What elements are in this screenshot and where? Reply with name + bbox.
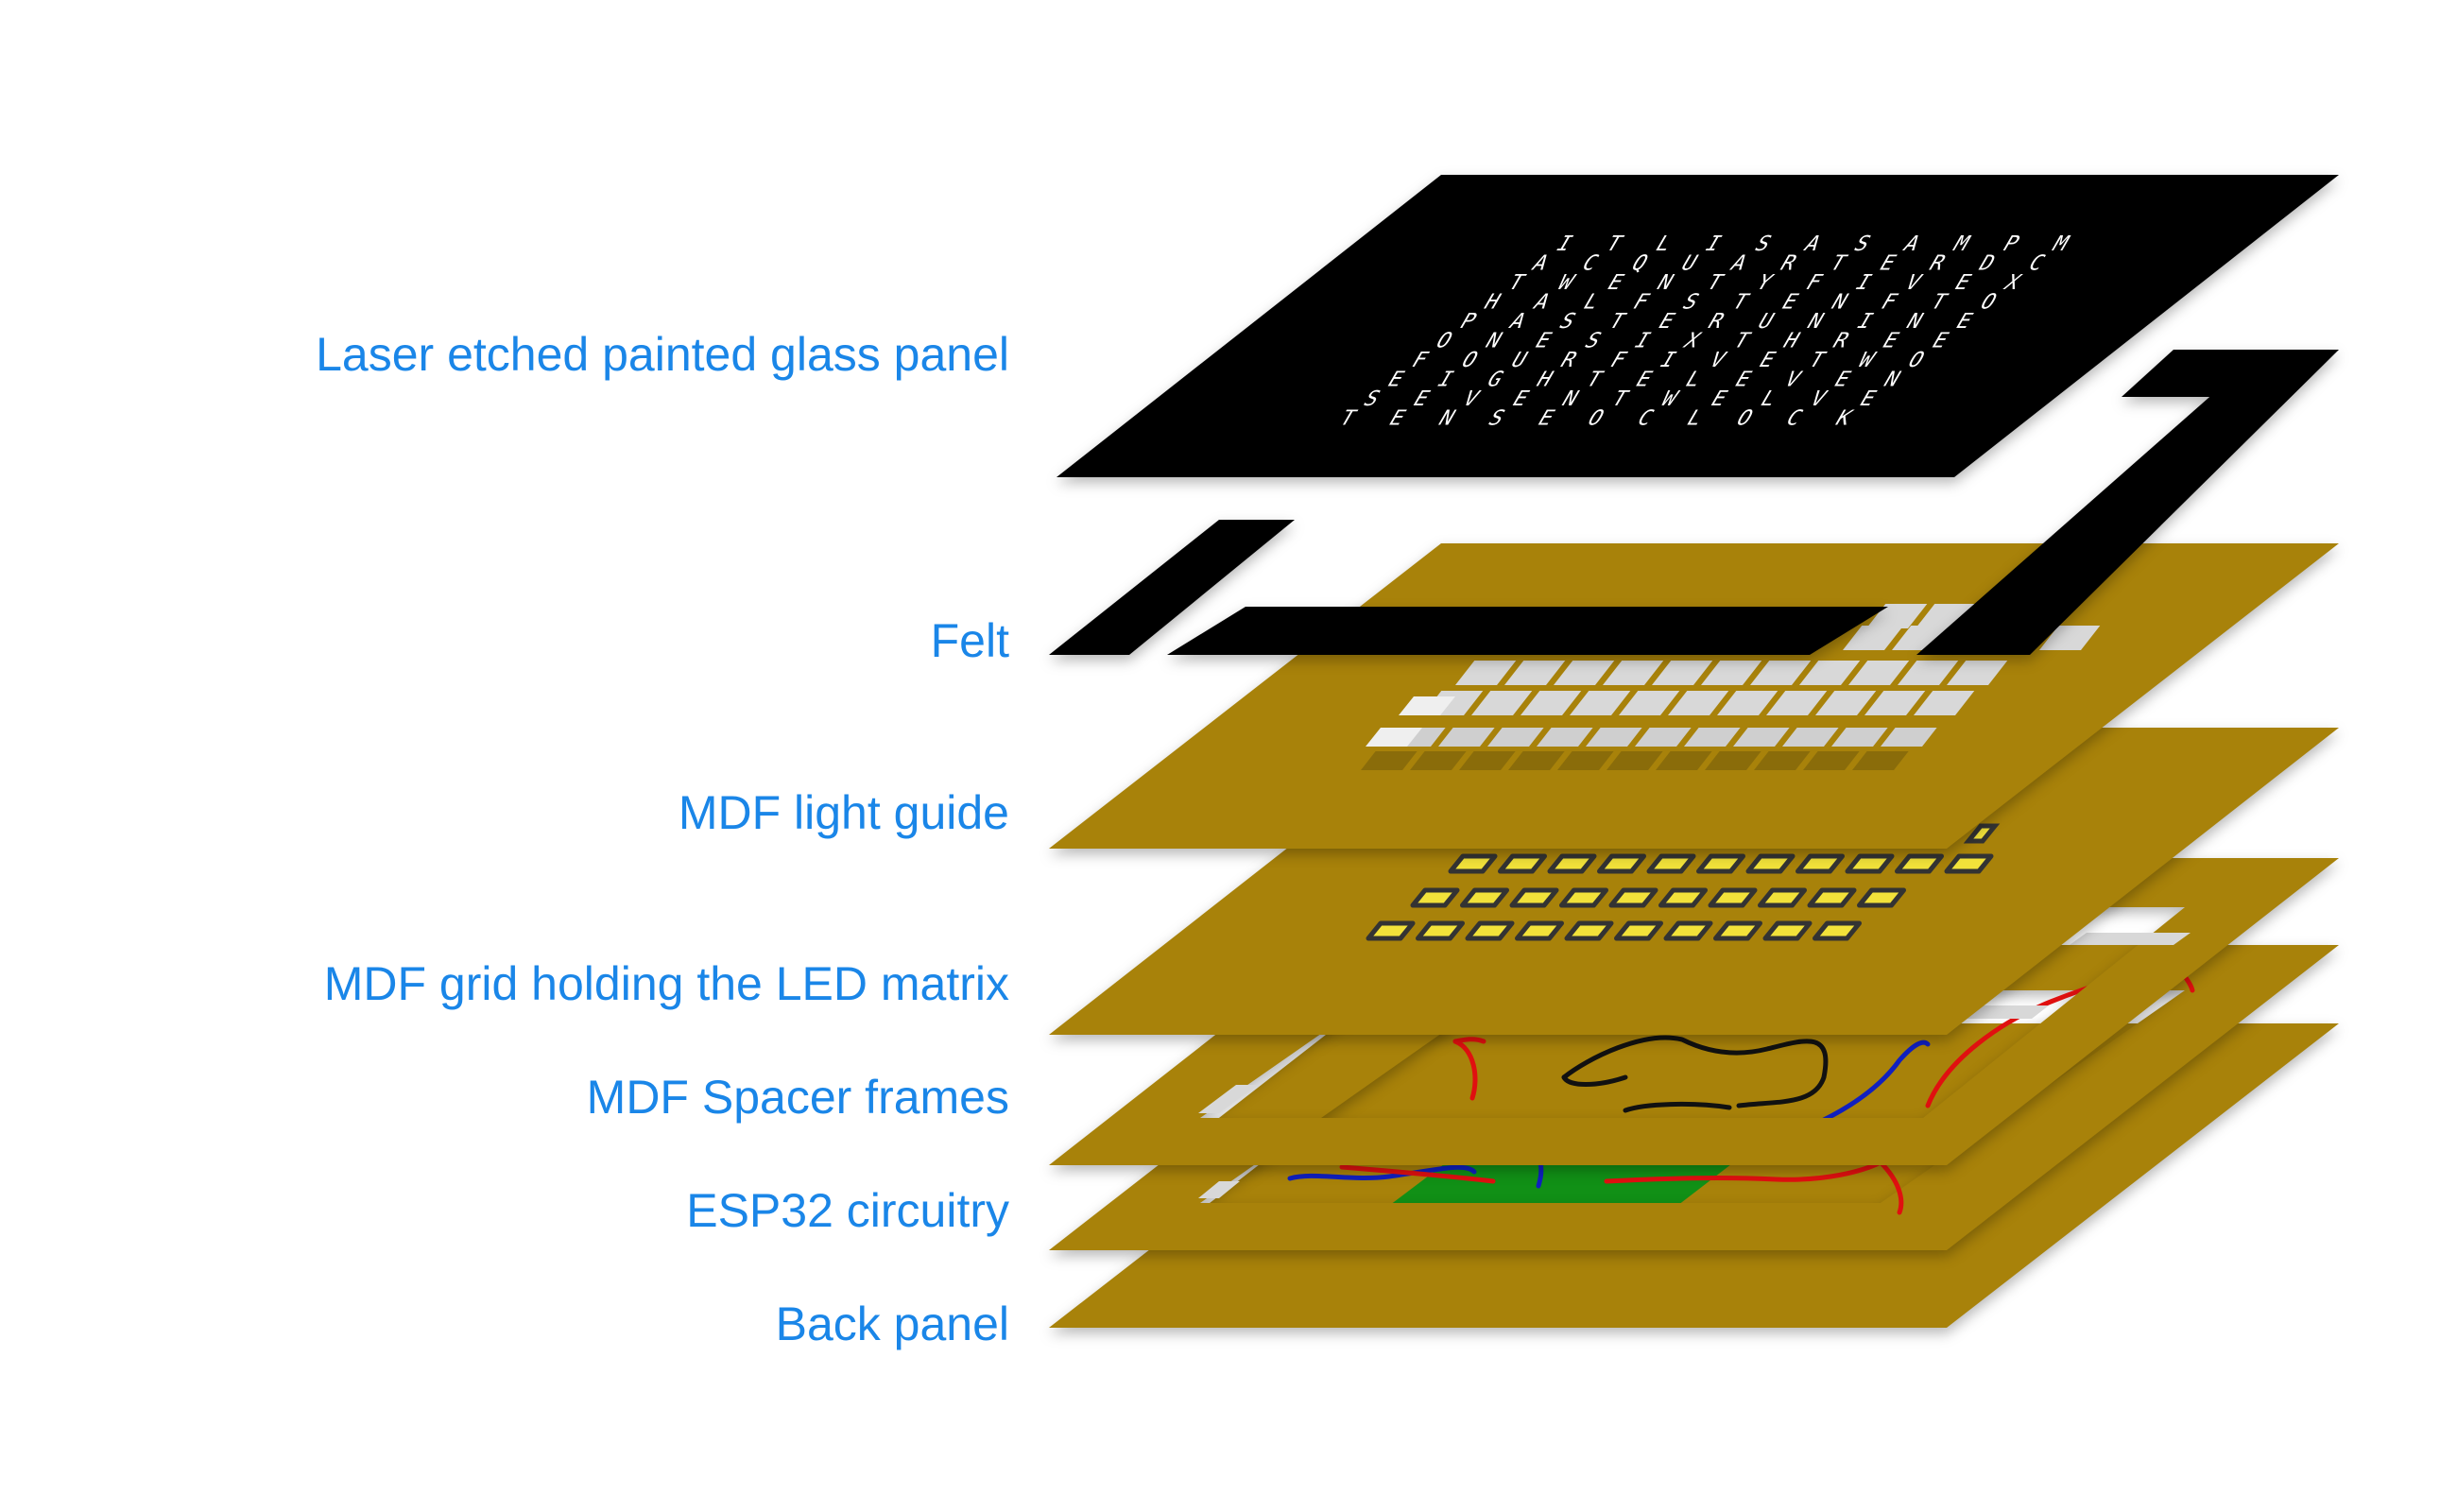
led <box>1807 887 1857 908</box>
label-esp32-circuitry: ESP32 circuitry <box>686 1184 1009 1237</box>
led <box>1559 887 1608 908</box>
light-guide-cell <box>1652 661 1713 685</box>
led <box>1845 853 1895 874</box>
light-guide-cell <box>1438 728 1495 747</box>
spacer-cutout-highlights <box>1198 933 2191 1198</box>
led <box>1366 920 1416 941</box>
light-guide-cell <box>1586 728 1642 747</box>
light-guide-cell <box>1782 728 1839 747</box>
light-guide-cell <box>1766 691 1828 715</box>
light-guide-cell <box>1459 751 1516 770</box>
led <box>1498 853 1547 874</box>
label-glass-panel: Laser etched painted glass panel <box>316 328 1009 381</box>
led <box>1465 920 1515 941</box>
led <box>1944 853 1994 874</box>
led <box>1614 920 1663 941</box>
label-light-guide: MDF light guide <box>678 786 1009 839</box>
light-guide-cell <box>1554 661 1615 685</box>
led <box>1813 920 1862 941</box>
light-guide-cell <box>1570 691 1631 715</box>
led <box>1547 853 1597 874</box>
led <box>1895 853 1944 874</box>
led <box>1696 853 1745 874</box>
light-guide-cell <box>1508 751 1565 770</box>
light-guide-cell <box>1455 661 1517 685</box>
light-guide-cell <box>1603 661 1664 685</box>
light-guide-cell <box>1947 661 2008 685</box>
led <box>1460 887 1509 908</box>
light-guide-cell <box>1537 728 1593 747</box>
light-guide-cell <box>1750 661 1812 685</box>
led <box>1796 853 1845 874</box>
light-guide-cell <box>1881 728 1937 747</box>
glass-panel-layer <box>1057 175 2339 477</box>
label-back-panel: Back panel <box>775 1297 1009 1350</box>
light-guide-cell <box>1898 661 1959 685</box>
light-guide-cell <box>2039 626 2101 650</box>
light-guide-cell <box>1803 751 1860 770</box>
light-guide-cell <box>1410 751 1467 770</box>
led-matrix <box>1366 823 2001 941</box>
light-guide-cell <box>1487 728 1544 747</box>
led <box>1509 887 1559 908</box>
led <box>1658 887 1708 908</box>
light-guide-cell <box>1831 728 1888 747</box>
light-guide-cell <box>1366 728 1422 747</box>
light-guide-cell <box>1705 751 1761 770</box>
light-guide-cell <box>1619 691 1680 715</box>
led <box>1410 887 1460 908</box>
light-guide-cell <box>1701 661 1762 685</box>
esp32-wires <box>1287 961 2195 1215</box>
led <box>1762 920 1813 941</box>
led <box>1708 887 1758 908</box>
felt-layer <box>1049 350 2339 655</box>
light-guide-cell <box>1852 751 1909 770</box>
light-guide-cell <box>1848 661 1910 685</box>
light-guide-cell <box>1521 691 1582 715</box>
led <box>1713 920 1762 941</box>
label-felt: Felt <box>930 614 1009 667</box>
label-spacer-frames: MDF Spacer frames <box>586 1071 1009 1124</box>
light-guide-cell <box>1361 751 1418 770</box>
light-guide-cell <box>1557 751 1614 770</box>
light-guide-cell <box>1815 691 1877 715</box>
light-guide-cell <box>1656 751 1712 770</box>
light-guide-cell <box>1606 751 1663 770</box>
light-guide-cell <box>1684 728 1741 747</box>
light-guide-cell <box>1635 728 1692 747</box>
led <box>1448 853 1498 874</box>
led <box>1663 920 1713 941</box>
light-guide-cell <box>1733 728 1790 747</box>
light-guide-cell <box>1843 626 1904 650</box>
light-guide-cell <box>1799 661 1861 685</box>
led <box>1745 853 1796 874</box>
led <box>1646 853 1696 874</box>
led <box>1608 887 1658 908</box>
led <box>1564 920 1614 941</box>
led <box>1857 887 1906 908</box>
light-guide-cell <box>1754 751 1811 770</box>
light-guide-cell <box>1717 691 1778 715</box>
led <box>1597 853 1646 874</box>
light-guide-cell <box>1504 661 1566 685</box>
light-guide-cell <box>1471 691 1533 715</box>
led <box>1758 887 1807 908</box>
light-guide-cell <box>1668 691 1729 715</box>
led <box>1416 920 1465 941</box>
light-guide-cell <box>1399 696 1455 715</box>
led <box>1963 823 2001 844</box>
light-guide-cell <box>1864 691 1926 715</box>
light-guide-cell <box>1914 691 1975 715</box>
led <box>1515 920 1564 941</box>
label-led-grid: MDF grid holding the LED matrix <box>323 957 1009 1010</box>
